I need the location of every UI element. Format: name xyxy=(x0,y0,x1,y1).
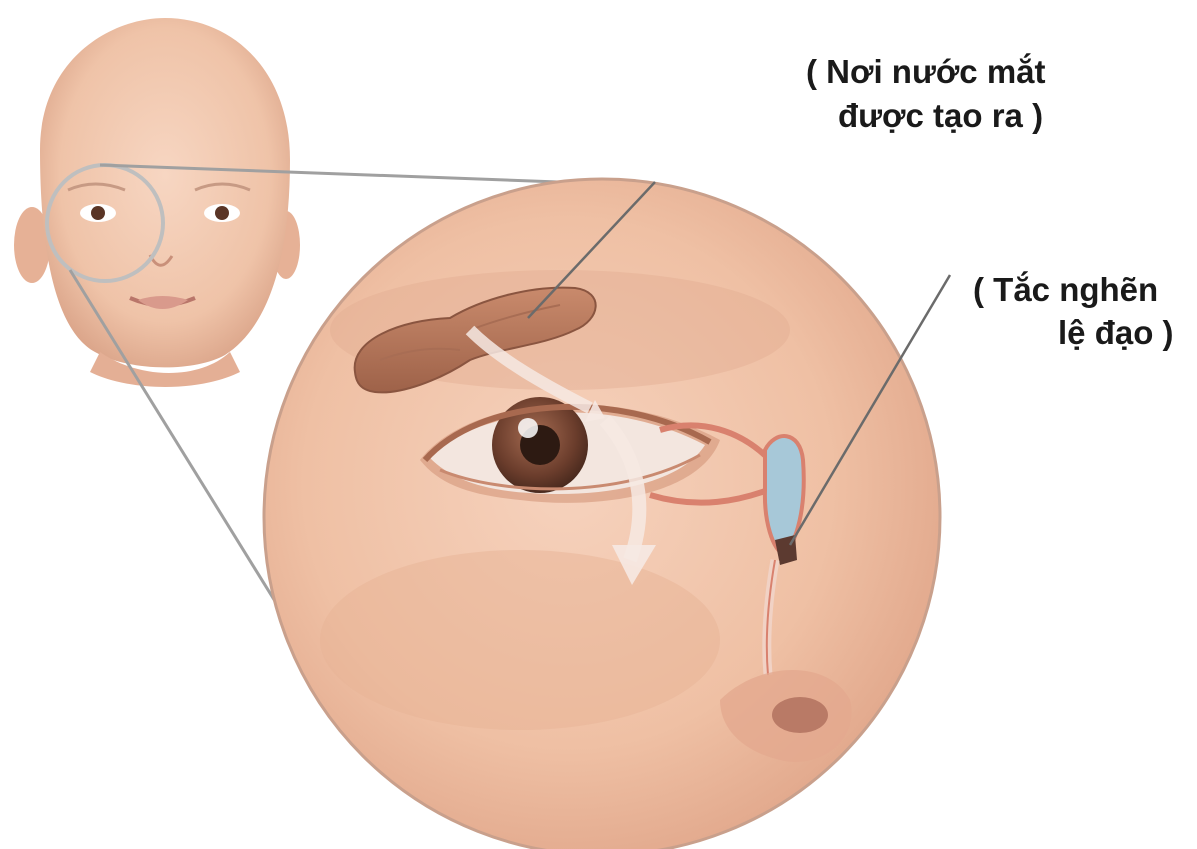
baby-face xyxy=(40,18,290,367)
zoom-eye-highlight xyxy=(518,418,538,438)
baby-pupil-right xyxy=(215,206,229,220)
zoom-cheek-shadow xyxy=(320,550,720,730)
baby-head xyxy=(14,18,300,387)
zoom-eye-view xyxy=(264,179,940,849)
label-duct-blockage-line1: ( Tắc nghẽn xyxy=(973,270,1158,310)
zoom-nostril xyxy=(772,697,828,733)
label-duct-blockage-line2: lệ đạo ) xyxy=(1058,313,1174,353)
label-tear-gland-line1: ( Nơi nước mắt xyxy=(806,52,1046,92)
label-tear-gland-line2: được tạo ra ) xyxy=(838,96,1043,136)
baby-pupil-left xyxy=(91,206,105,220)
